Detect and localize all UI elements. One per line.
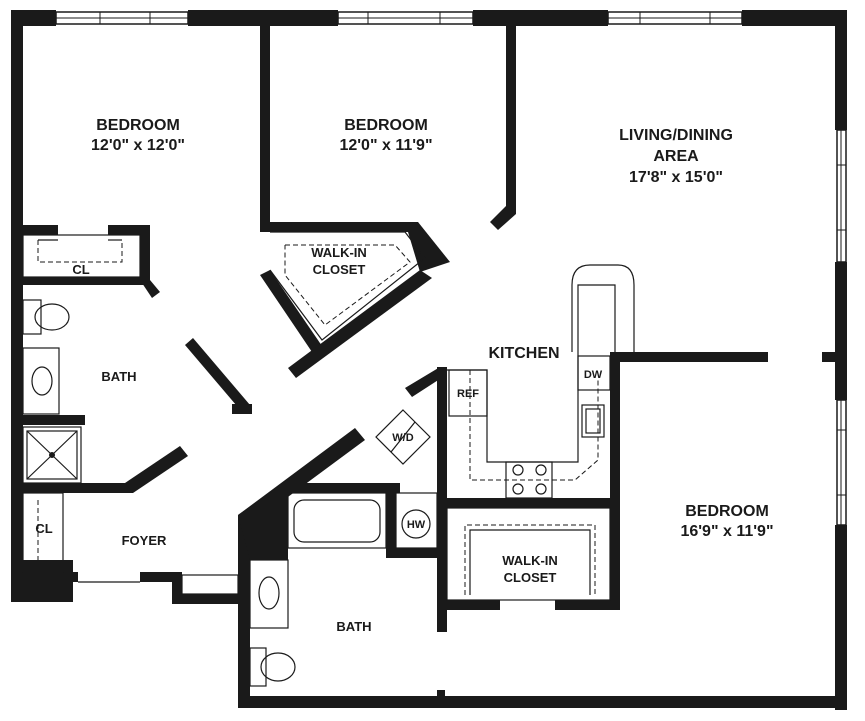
hw-label: HW xyxy=(407,519,426,531)
bedroom-3-size: 16'9" x 11'9" xyxy=(680,523,773,540)
kitchen-name: KITCHEN xyxy=(488,345,559,362)
ref-label: REF xyxy=(457,388,479,400)
bath-2-name: BATH xyxy=(336,619,371,634)
fixtures xyxy=(22,231,635,687)
bedroom-1-name: BEDROOM xyxy=(96,117,180,134)
bedroom-2-size: 12'0" x 11'9" xyxy=(339,137,432,154)
bedroom-3-name: BEDROOM xyxy=(685,503,769,520)
foyer-name: FOYER xyxy=(122,533,167,548)
shower-fixture xyxy=(22,426,82,484)
room-labels: BEDROOM 12'0" x 12'0" BEDROOM 12'0" x 11… xyxy=(35,117,773,634)
toilet-fixture xyxy=(22,299,70,335)
outer-walls xyxy=(11,10,847,710)
bath-1-name: BATH xyxy=(101,369,136,384)
walkin-1-line2: CLOSET xyxy=(313,262,366,277)
wd-label: W/D xyxy=(392,432,413,444)
toilet-fixture-2 xyxy=(249,647,296,687)
dw-label: DW xyxy=(584,369,603,381)
closet-2-label: CL xyxy=(35,521,52,536)
bedroom-2-name: BEDROOM xyxy=(344,117,428,134)
interior-walls xyxy=(23,24,837,698)
walkin-2-line2: CLOSET xyxy=(504,570,557,585)
windows xyxy=(55,11,847,526)
bathtub-fixture xyxy=(287,492,387,549)
bedroom-1-size: 12'0" x 12'0" xyxy=(91,137,185,154)
closet-1-label: CL xyxy=(72,262,89,277)
living-name-line2: AREA xyxy=(653,148,699,165)
walkin-1-line1: WALK-IN xyxy=(311,245,367,260)
walkin-2-line1: WALK-IN xyxy=(502,553,558,568)
living-size: 17'8" x 15'0" xyxy=(629,169,723,186)
sink-fixture xyxy=(22,347,60,415)
living-name-line1: LIVING/DINING xyxy=(619,127,733,144)
sink-fixture-2 xyxy=(249,559,289,629)
